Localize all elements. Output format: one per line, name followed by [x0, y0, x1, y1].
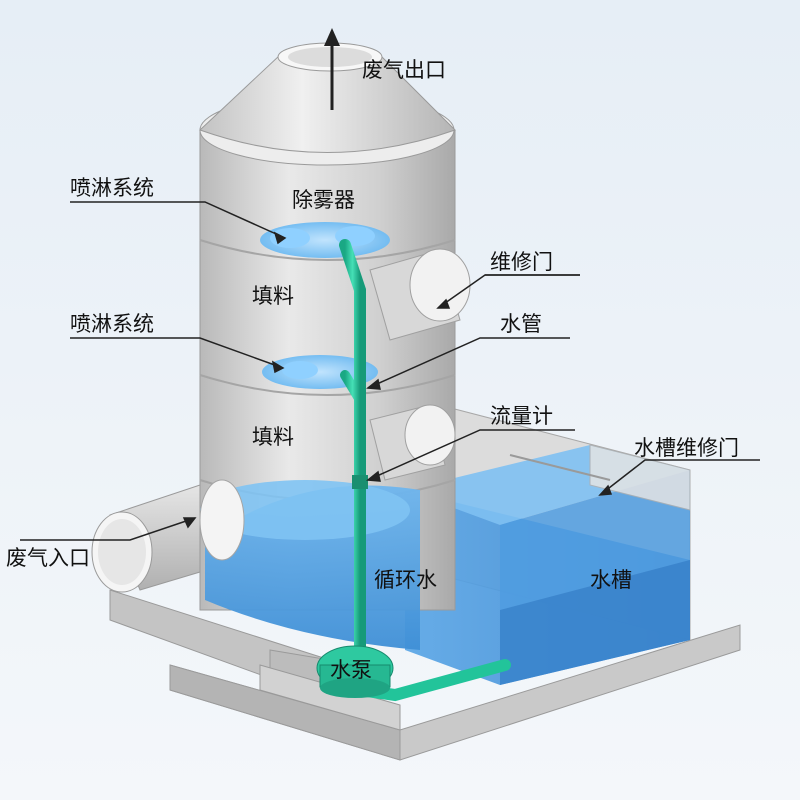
maintenance-door-upper	[369, 248, 471, 341]
label-tank-maintenance-door: 水槽维修门	[634, 436, 739, 460]
water-tank-body	[405, 399, 691, 685]
inlet-opening	[199, 479, 245, 561]
label-maintenance-door-upper: 维修门	[490, 250, 553, 274]
tower-cone	[199, 42, 456, 153]
label-water-tank: 水槽	[590, 568, 632, 592]
outlet-arrow-icon	[324, 28, 340, 110]
label-demister: 除雾器	[292, 188, 355, 212]
label-spray-system-lower: 喷淋系统	[70, 312, 154, 336]
leader-tank-door	[599, 459, 760, 496]
label-water-pump: 水泵	[330, 658, 372, 682]
label-flow-meter: 流量计	[490, 404, 553, 428]
flow-meter-icon	[352, 475, 368, 489]
label-circulating-water: 循环水	[374, 568, 437, 592]
label-packing-lower: 填料	[252, 425, 294, 449]
leader-spray-lower	[70, 337, 284, 369]
maintenance-door-lower	[369, 404, 456, 481]
label-exhaust-inlet: 废气入口	[6, 546, 90, 570]
leader-flowmeter	[367, 429, 575, 481]
label-packing-upper: 填料	[252, 284, 294, 308]
water-pump	[316, 645, 394, 698]
leader-pipe	[367, 337, 570, 389]
label-spray-system-upper: 喷淋系统	[70, 176, 154, 200]
label-water-pipe: 水管	[500, 312, 542, 336]
label-exhaust-outlet: 废气出口	[362, 58, 446, 82]
leader-spray-upper	[70, 201, 286, 239]
base-frame	[109, 589, 741, 761]
leader-lines	[20, 201, 760, 541]
leader-inlet	[20, 517, 196, 541]
